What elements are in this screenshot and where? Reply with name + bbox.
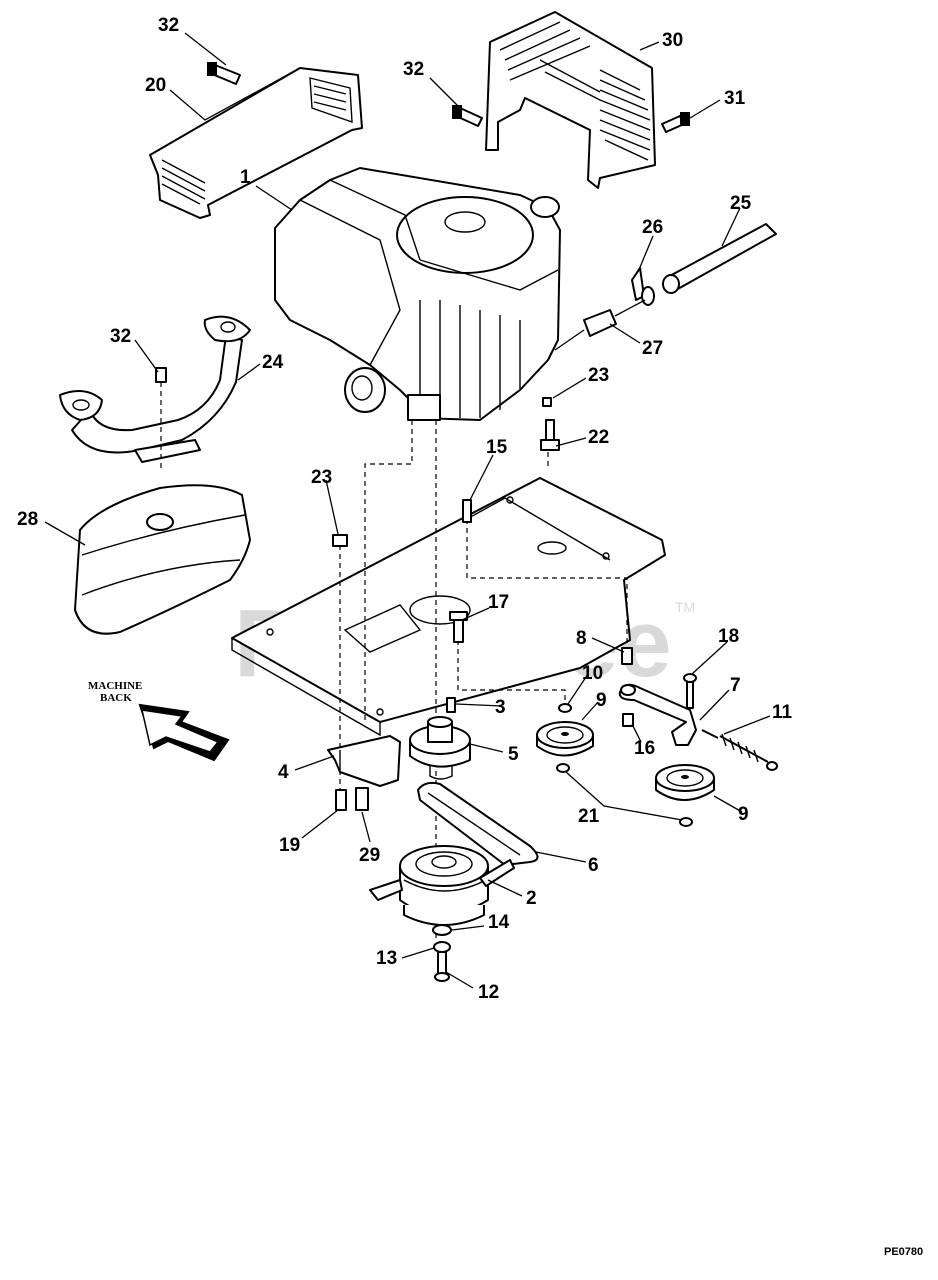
part-22-bolt-right bbox=[540, 419, 560, 451]
drawing-code: PE0780 bbox=[884, 1246, 923, 1258]
part-16-bushing bbox=[622, 713, 634, 727]
callout-32: 32 bbox=[110, 326, 131, 347]
callout-21: 21 bbox=[578, 806, 600, 827]
callout-28: 28 bbox=[17, 509, 38, 530]
part-23-washer-left bbox=[332, 534, 348, 547]
part-15-bolt bbox=[462, 499, 472, 523]
part-7-idler-arm bbox=[618, 683, 697, 746]
callout-7: 7 bbox=[730, 675, 741, 696]
callout-29: 29 bbox=[359, 845, 380, 866]
callout-23: 23 bbox=[588, 365, 609, 386]
part-24-exhaust-pipe bbox=[59, 315, 251, 463]
part-3-key bbox=[446, 697, 456, 713]
part-13-washer bbox=[433, 941, 451, 953]
callout-13: 13 bbox=[376, 948, 397, 969]
part-26-hose-clamp bbox=[631, 267, 655, 306]
callout-30: 30 bbox=[662, 30, 683, 51]
callout-24: 24 bbox=[262, 352, 284, 373]
watermark-trademark: TM bbox=[675, 599, 695, 615]
part-28-muffler bbox=[74, 484, 251, 635]
callout-6: 6 bbox=[588, 855, 599, 876]
part-18-bolt bbox=[683, 673, 697, 709]
callout-23: 23 bbox=[311, 467, 332, 488]
callout-22: 22 bbox=[588, 427, 609, 448]
callout-17: 17 bbox=[488, 592, 509, 613]
leader-lines bbox=[44, 32, 771, 989]
part-32-bolt-exhaust bbox=[155, 367, 167, 470]
callout-16: 16 bbox=[634, 738, 655, 759]
callout-25: 25 bbox=[730, 193, 752, 214]
callout-9: 9 bbox=[738, 804, 749, 825]
part-11-spring bbox=[701, 729, 778, 771]
part-6-belt bbox=[417, 781, 539, 866]
machine-back-arrow bbox=[138, 703, 230, 762]
callout-1: 1 bbox=[240, 167, 251, 188]
callout-15: 15 bbox=[486, 437, 508, 458]
callout-10: 10 bbox=[582, 663, 603, 684]
part-23-washer-right bbox=[542, 397, 552, 407]
callout-20: 20 bbox=[145, 75, 166, 96]
callout-8: 8 bbox=[576, 628, 587, 649]
part-9-idler-pulley-right bbox=[655, 764, 715, 801]
part-29-bolt bbox=[355, 787, 369, 811]
part-12-bolt bbox=[434, 951, 450, 982]
part-21-washer-right bbox=[679, 817, 693, 827]
screw-32-top-right bbox=[452, 105, 483, 127]
part-4-bracket bbox=[327, 735, 401, 787]
part-21-washer-left bbox=[556, 763, 570, 773]
screw-32-top-left bbox=[207, 62, 241, 85]
callout-18: 18 bbox=[718, 626, 739, 647]
callout-32: 32 bbox=[158, 15, 179, 36]
callout-14: 14 bbox=[488, 912, 510, 933]
part-25-fuel-line bbox=[662, 223, 777, 294]
part-10-bushing bbox=[558, 703, 572, 713]
callout-5: 5 bbox=[508, 744, 519, 765]
part-14-washer bbox=[432, 924, 452, 936]
part-20-heat-shield bbox=[149, 67, 363, 219]
part-19-bolt bbox=[335, 789, 347, 811]
callout-26: 26 bbox=[642, 217, 663, 238]
part-17-bolt bbox=[449, 611, 468, 643]
callout-4: 4 bbox=[278, 762, 289, 783]
callout-9: 9 bbox=[596, 690, 607, 711]
callout-19: 19 bbox=[279, 835, 300, 856]
part-8-spacer bbox=[621, 647, 633, 665]
part-27-fuel-filter bbox=[554, 299, 646, 351]
screw-31 bbox=[661, 112, 690, 133]
callout-3: 3 bbox=[495, 697, 506, 718]
part-5-pulley bbox=[409, 716, 471, 780]
part-2-clutch bbox=[369, 845, 515, 926]
part-1-engine bbox=[274, 167, 561, 421]
callout-12: 12 bbox=[478, 982, 499, 1003]
machine-back-label-line2: BACK bbox=[100, 692, 132, 704]
callout-11: 11 bbox=[772, 702, 793, 723]
callouts: 32 20 1 32 30 31 25 26 27 23 22 32 24 28… bbox=[17, 15, 793, 1003]
callout-27: 27 bbox=[642, 338, 663, 359]
callout-2: 2 bbox=[526, 888, 537, 909]
part-30-heat-shield bbox=[485, 11, 656, 189]
part-9-idler-pulley-left bbox=[536, 721, 594, 757]
machine-back-label-line1: MACHINE bbox=[88, 680, 142, 692]
callout-31: 31 bbox=[724, 88, 746, 109]
callout-32: 32 bbox=[403, 59, 424, 80]
